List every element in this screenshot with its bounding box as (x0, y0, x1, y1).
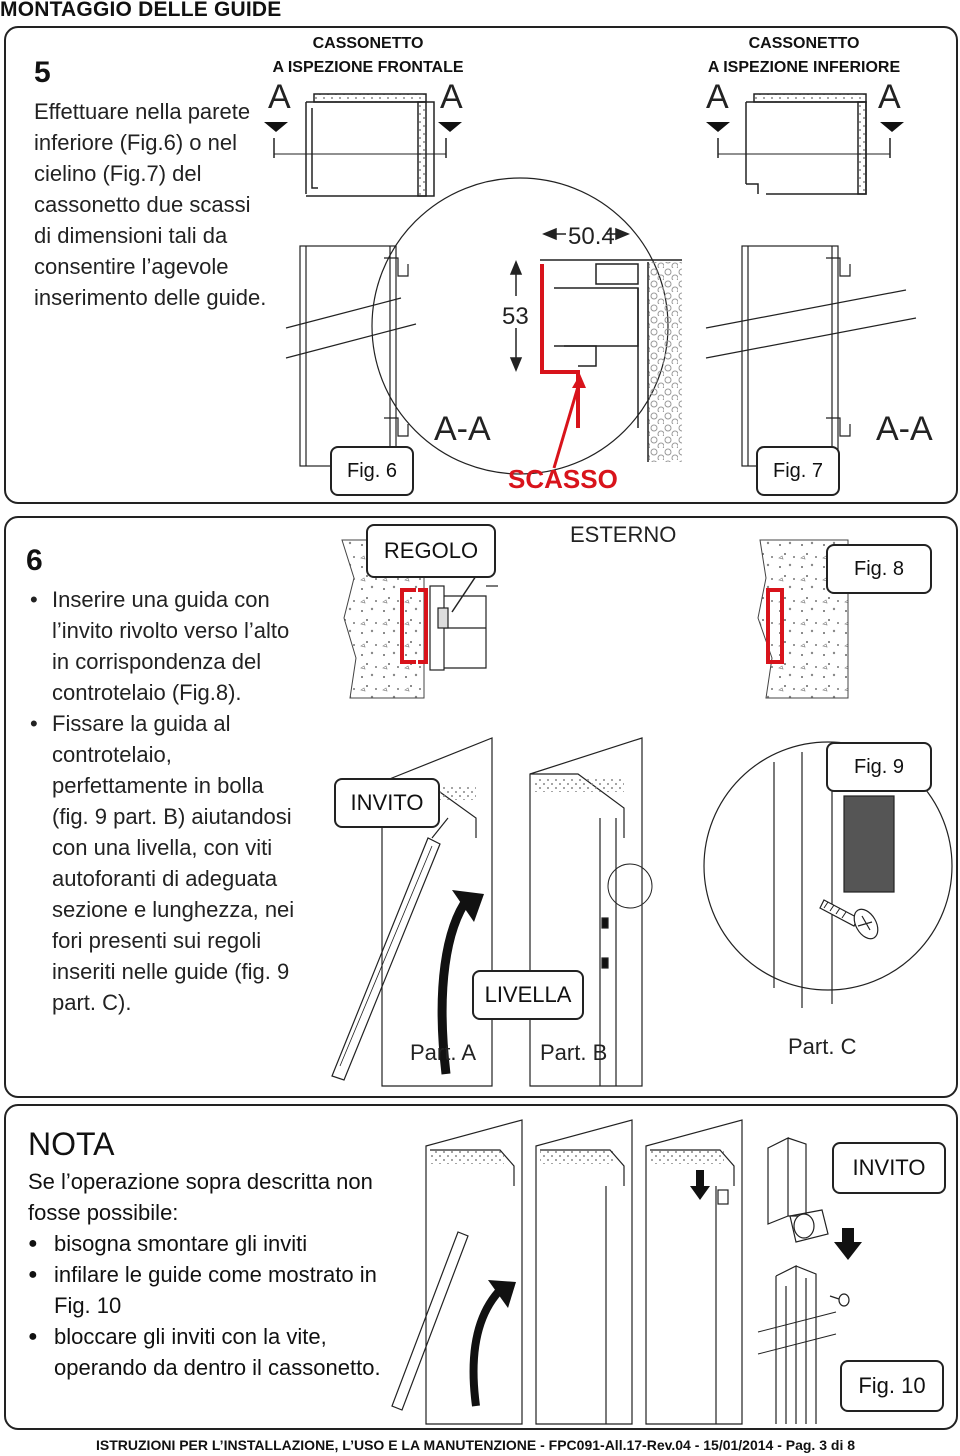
scasso-red-profile (540, 264, 580, 428)
livella-label: LIVELLA (472, 970, 584, 1020)
page-title: MONTAGGIO DELLE GUIDE (0, 0, 282, 21)
letter-a-3: A (706, 78, 729, 116)
part-b-label: Part. B (540, 1040, 608, 1065)
section-arrow-left-2 (706, 122, 730, 132)
nota-bullet-2: infilare le guide come mostrato in Fig. … (28, 1259, 388, 1321)
cassonetto-front-section (273, 93, 447, 197)
section-arrow-left (264, 122, 288, 132)
nota-text: Se l’operazione sopra descritta non foss… (28, 1166, 388, 1383)
section-arrow-right-2 (880, 122, 904, 132)
step-6-bullet-1: Inserire una guida con l’invito rivolto … (30, 584, 306, 708)
esterno-label: ESTERNO (570, 522, 677, 547)
section-aa-1: A-A (434, 410, 491, 448)
section-arrow-right (438, 122, 462, 132)
fig8-label: Fig. 8 (826, 544, 932, 594)
fig10-step-3 (645, 1119, 743, 1425)
letter-a-1: A (268, 78, 291, 116)
down-arrow-icon (690, 1170, 710, 1200)
letter-a-4: A (878, 78, 901, 116)
regolo-label: REGOLO (366, 524, 496, 578)
detail-circle-c (703, 741, 953, 991)
scasso-label: SCASSO (508, 464, 618, 494)
nota-bullet-1: bisogna smontare gli inviti (28, 1228, 388, 1259)
nota-intro: Se l’operazione sopra descritta non foss… (28, 1169, 373, 1225)
section-label-front: CASSONETTO A ISPEZIONE FRONTALE (272, 35, 464, 76)
step-5-text: Effettuare nella parete inferiore (Fig.6… (34, 99, 267, 310)
nota-drawing (391, 1119, 862, 1425)
step-6-number: 6 (26, 544, 43, 577)
section-aa-2: A-A (876, 410, 933, 448)
rotate-arrow-icon-2 (469, 1285, 505, 1407)
regolo-pointer (451, 575, 477, 613)
nota-invito-label: INVITO (832, 1142, 946, 1194)
invito-label: INVITO (334, 778, 440, 828)
step-5-number: 5 (34, 56, 51, 89)
nota-panel: NOTA Se l’operazione sopra descritta non… (4, 1104, 958, 1430)
nota-bullet-3: bloccare gli inviti con la vite, operand… (28, 1321, 388, 1383)
fig6-side-view (285, 245, 417, 467)
dim-height-label: 53 (502, 303, 529, 330)
footer: ISTRUZIONI PER L’INSTALLAZIONE, L’USO E … (96, 1437, 856, 1453)
step-6-bullet-2: Fissare la guida al controtelaio, perfet… (30, 708, 306, 1018)
step-6-text: Inserire una guida con l’invito rivolto … (30, 584, 306, 1018)
fig10-step-1 (391, 1119, 523, 1425)
scasso-pointer (552, 379, 582, 469)
fig6-label: Fig. 6 (330, 446, 414, 496)
step-5-panel: 5 Effettuare nella parete inferiore (Fig… (4, 26, 958, 504)
step-5-drawing: A A A A A-A A-A 50.4 53 SCASSO (264, 78, 933, 494)
fig10-label: Fig. 10 (840, 1360, 944, 1412)
fig9-part-b (529, 737, 643, 1087)
step-6-drawing (331, 539, 953, 1087)
fig8-guide-profile (429, 585, 498, 671)
letter-a-2: A (440, 78, 463, 116)
screw-icon (819, 899, 879, 940)
dim-width-label: 50.4 (568, 223, 615, 250)
cassonetto-bottom-section (717, 93, 891, 195)
part-a-label: Part. A (410, 1040, 477, 1065)
section-label-bottom: CASSONETTO A ISPEZIONE INFERIORE (707, 35, 901, 76)
fig10-invito-exploded (757, 1137, 850, 1424)
nota-title: NOTA (28, 1126, 115, 1162)
down-arrow-icon-2 (834, 1228, 862, 1260)
fig7-label: Fig. 7 (756, 446, 840, 496)
part-c-label: Part. C (788, 1034, 857, 1059)
fig9-part-c (773, 752, 895, 1008)
step-6-panel: 6 Inserire una guida con l’invito rivolt… (4, 516, 958, 1098)
scasso-detail (540, 259, 682, 462)
dimension-marks (509, 227, 630, 372)
detail-circle-b (607, 863, 653, 909)
fig10-step-2 (535, 1119, 633, 1425)
rotate-arrow-icon (437, 895, 472, 1075)
fig9-label: Fig. 9 (826, 742, 932, 792)
fig8-red-bracket-left (400, 588, 416, 664)
